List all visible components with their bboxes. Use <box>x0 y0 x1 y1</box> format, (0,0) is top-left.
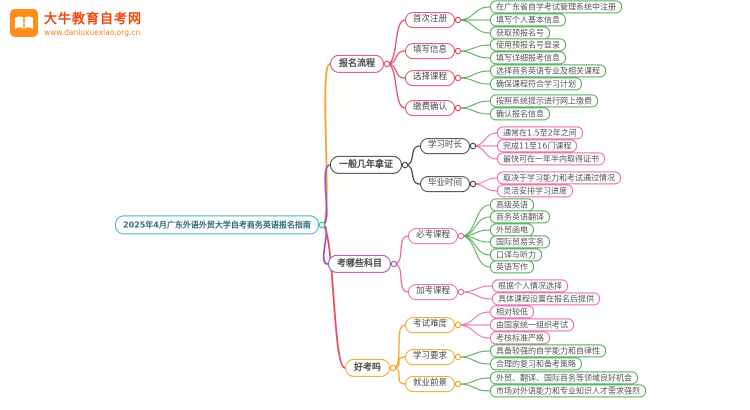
leaf-node: 填写个人基本信息 <box>490 13 566 27</box>
leaf-node: 具备较强的自学能力和自律性 <box>490 344 606 358</box>
leaf-node: 商务英语翻译 <box>490 210 550 224</box>
leaf-node: 具体课程设置在报名后提供 <box>492 292 600 306</box>
leaf-node: 英语写作 <box>490 260 534 274</box>
sub-exam-difficulty: 考试难度 <box>405 317 456 333</box>
leaf-node: 外贸、翻译、国际商务等领域良好机会 <box>490 371 638 385</box>
leaf-node: 在广东省自学考试管理系统中注册 <box>490 0 622 14</box>
sub-study-duration: 学习时长 <box>420 138 471 154</box>
sub-career-prospects: 就业前景 <box>405 376 456 392</box>
central-topic: 2025年4月广东外语外贸大学自考商务英语报名指南 <box>115 215 319 235</box>
leaf-node: 相对较低 <box>490 305 534 319</box>
brand-text: 大牛教育自考网 www.daniuxuexiao.org.cn <box>44 8 142 37</box>
site-brand: 大牛教育自考网 www.daniuxuexiao.org.cn <box>10 8 142 37</box>
branch-years-to-certificate: 一般几年拿证 <box>330 155 403 175</box>
leaf-node: 选择商务英语专业及相关课程 <box>490 64 606 78</box>
sub-fill-information: 填写信息 <box>405 43 456 59</box>
brand-logo-icon <box>10 8 38 37</box>
sub-additional-courses: 加考课程 <box>408 284 459 300</box>
leaf-node: 市场对外语能力和专业知识人才需求强烈 <box>490 384 646 398</box>
branch-registration-process: 报名流程 <box>330 54 385 74</box>
leaf-node: 灵活安排学习进度 <box>497 184 573 198</box>
branch-exam-difficulty: 好考吗 <box>345 358 391 378</box>
sub-payment-confirmation: 缴费确认 <box>405 100 456 116</box>
branch-exam-subjects: 考哪些科目 <box>328 254 392 274</box>
leaf-node: 使用预报名号登录 <box>490 38 566 52</box>
sub-study-requirements: 学习要求 <box>405 349 456 365</box>
leaf-node: 根据个人情况选择 <box>492 279 568 293</box>
leaf-node: 确认报名信息 <box>490 107 550 121</box>
sub-required-courses: 必考课程 <box>408 228 459 244</box>
sub-select-courses: 选择课程 <box>405 70 456 86</box>
leaf-node: 完成11至16门课程 <box>497 139 578 153</box>
leaf-node: 由国家统一组织考试 <box>490 318 574 332</box>
leaf-node: 考核标准严格 <box>490 331 550 345</box>
sub-graduation-time: 毕业时间 <box>420 176 471 192</box>
leaf-node: 国际贸易实务 <box>490 235 550 249</box>
brand-name: 大牛教育自考网 <box>44 12 143 27</box>
brand-url: www.daniuxuexiao.org.cn <box>44 28 141 37</box>
leaf-node: 合理的复习和备考策略 <box>490 357 582 371</box>
leaf-node: 确保课程符合学习计划 <box>490 77 582 91</box>
leaf-node: 通常在1.5至2年之间 <box>497 126 583 140</box>
sub-first-registration: 首次注册 <box>405 12 456 28</box>
leaf-node: 最快可在一年半内取得证书 <box>497 152 605 166</box>
leaf-node: 按照系统提示进行网上缴费 <box>490 94 598 108</box>
leaf-node: 取决于学习能力和考试通过情况 <box>497 171 621 185</box>
leaf-node: 填写详细报考信息 <box>490 51 566 65</box>
